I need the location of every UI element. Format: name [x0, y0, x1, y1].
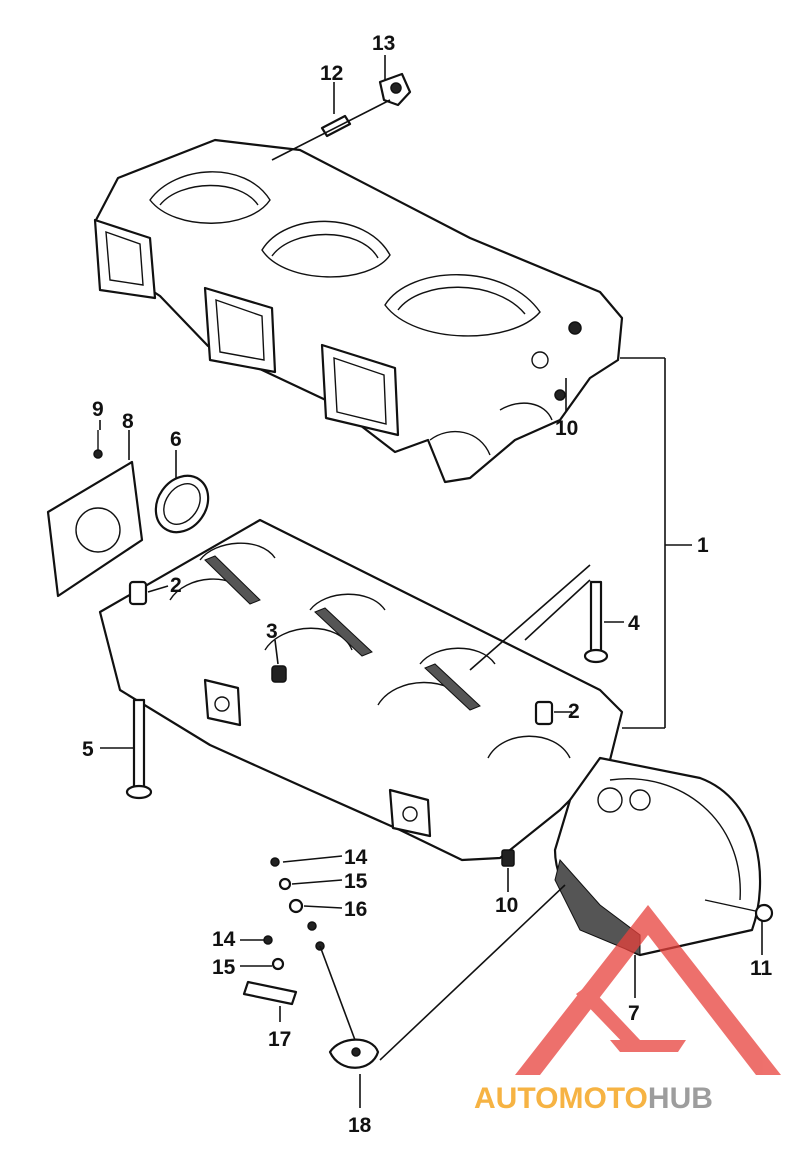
watermark-text-auto: AUTO: [474, 1082, 558, 1115]
callout-15-upper: 15: [344, 870, 368, 893]
callout-9: 9: [92, 398, 104, 421]
lower-crankcase: [98, 518, 624, 862]
callout-5: 5: [82, 738, 94, 761]
callout-12: 12: [320, 62, 343, 85]
bracket-17: [242, 980, 298, 1006]
dowel-pin-2a: [128, 580, 148, 606]
callout-2-left: 2: [170, 574, 182, 597]
callout-10-lower: 10: [495, 894, 518, 917]
callout-16: 16: [344, 898, 367, 921]
callout-18: 18: [348, 1114, 372, 1137]
pin-10-lower: [501, 849, 515, 867]
callout-14-upper: 14: [344, 846, 368, 869]
callout-2-right: 2: [568, 700, 580, 723]
callout-8: 8: [122, 410, 134, 433]
callout-4: 4: [628, 612, 640, 635]
watermark-text: AUTOMOTOHUB: [474, 1082, 713, 1115]
callout-10-upper: 10: [555, 417, 578, 440]
upper-crankcase: [93, 138, 624, 484]
seal-ring-6: [154, 474, 210, 534]
cover-18: [328, 1038, 380, 1069]
leader-lines: [99, 55, 763, 1108]
callout-14-lower: 14: [212, 928, 236, 951]
hardware-14-16: [263, 857, 325, 971]
watermark-text-hub: HUB: [648, 1082, 713, 1115]
callout-17: 17: [268, 1028, 291, 1051]
plate-8: [46, 460, 144, 598]
watermark-inner-stroke-icon: [576, 985, 640, 1048]
pin-3: [271, 665, 287, 683]
callout-11: 11: [750, 957, 773, 980]
callout-7: 7: [628, 1002, 640, 1025]
watermark-logo: [515, 905, 781, 1075]
callout-labels: 13 12 1 10 9 8 6 2 3 4 2 5 10 11 7 14 15…: [82, 32, 773, 1137]
bolt-11: [704, 899, 774, 923]
callout-1: 1: [697, 534, 709, 557]
callout-3: 3: [266, 620, 278, 643]
watermark-inner-a-icon: [610, 1040, 686, 1052]
bolt-5: [125, 698, 153, 800]
watermark-text-moto: MOTO: [558, 1082, 647, 1115]
bolt-9: [93, 430, 103, 459]
watermark-triangle-icon: [515, 905, 781, 1075]
callout-15-lower: 15: [212, 956, 236, 979]
cap-13: [378, 72, 412, 107]
bell-housing-7: [553, 756, 762, 957]
bolt-4: [583, 580, 609, 664]
callout-13: 13: [372, 32, 395, 55]
dowel-pin-2b: [534, 700, 554, 726]
callout-6: 6: [170, 428, 182, 451]
